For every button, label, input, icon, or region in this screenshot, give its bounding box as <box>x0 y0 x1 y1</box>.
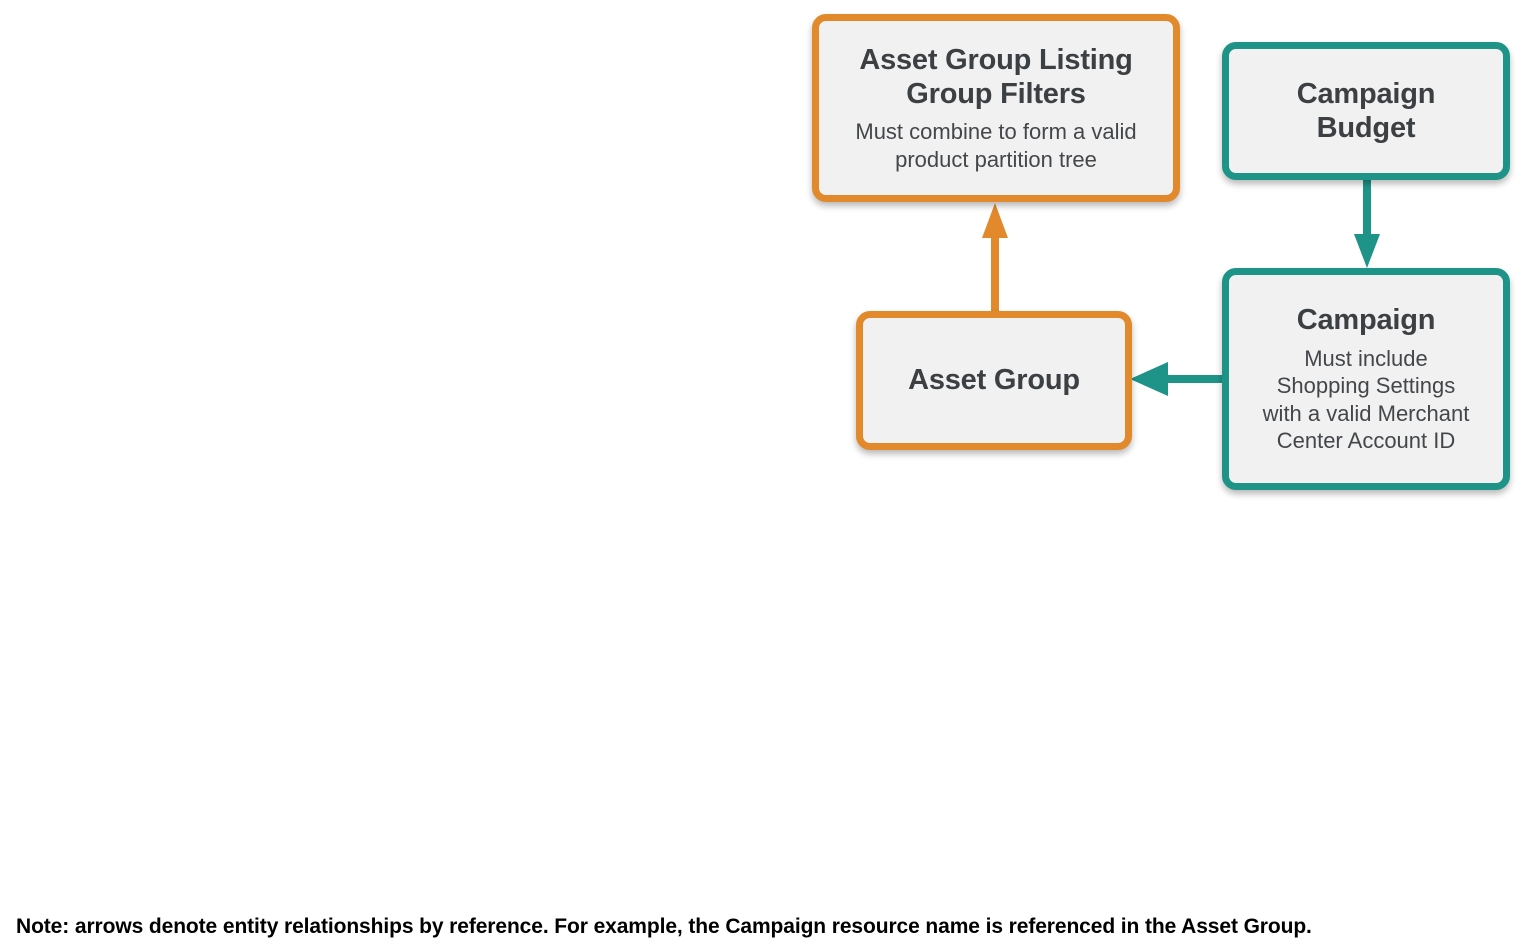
node-subtitle: Must include Shopping Settings with a va… <box>1262 345 1470 454</box>
node-title: Campaign <box>1296 304 1436 337</box>
node-campaign-budget[interactable]: Campaign Budget <box>1222 42 1510 180</box>
node-title: Asset Group <box>908 364 1080 397</box>
node-asset-group-listing-group-filters[interactable]: Asset Group Listing Group Filters Must c… <box>812 14 1180 202</box>
arrow-asset-group-to-listing-group-filters <box>975 198 1015 318</box>
node-campaign[interactable]: Campaign Must include Shopping Settings … <box>1222 268 1510 490</box>
node-title: Asset Group Listing Group Filters <box>859 43 1133 110</box>
node-asset-group[interactable]: Asset Group <box>856 311 1132 450</box>
arrow-campaign-to-asset-group <box>1124 358 1234 402</box>
node-subtitle: Must combine to form a valid product par… <box>855 119 1137 172</box>
footer-note: Note: arrows denote entity relationships… <box>16 915 1312 938</box>
node-title: Campaign Budget <box>1296 77 1436 144</box>
arrow-campaign-budget-to-campaign <box>1348 176 1388 272</box>
